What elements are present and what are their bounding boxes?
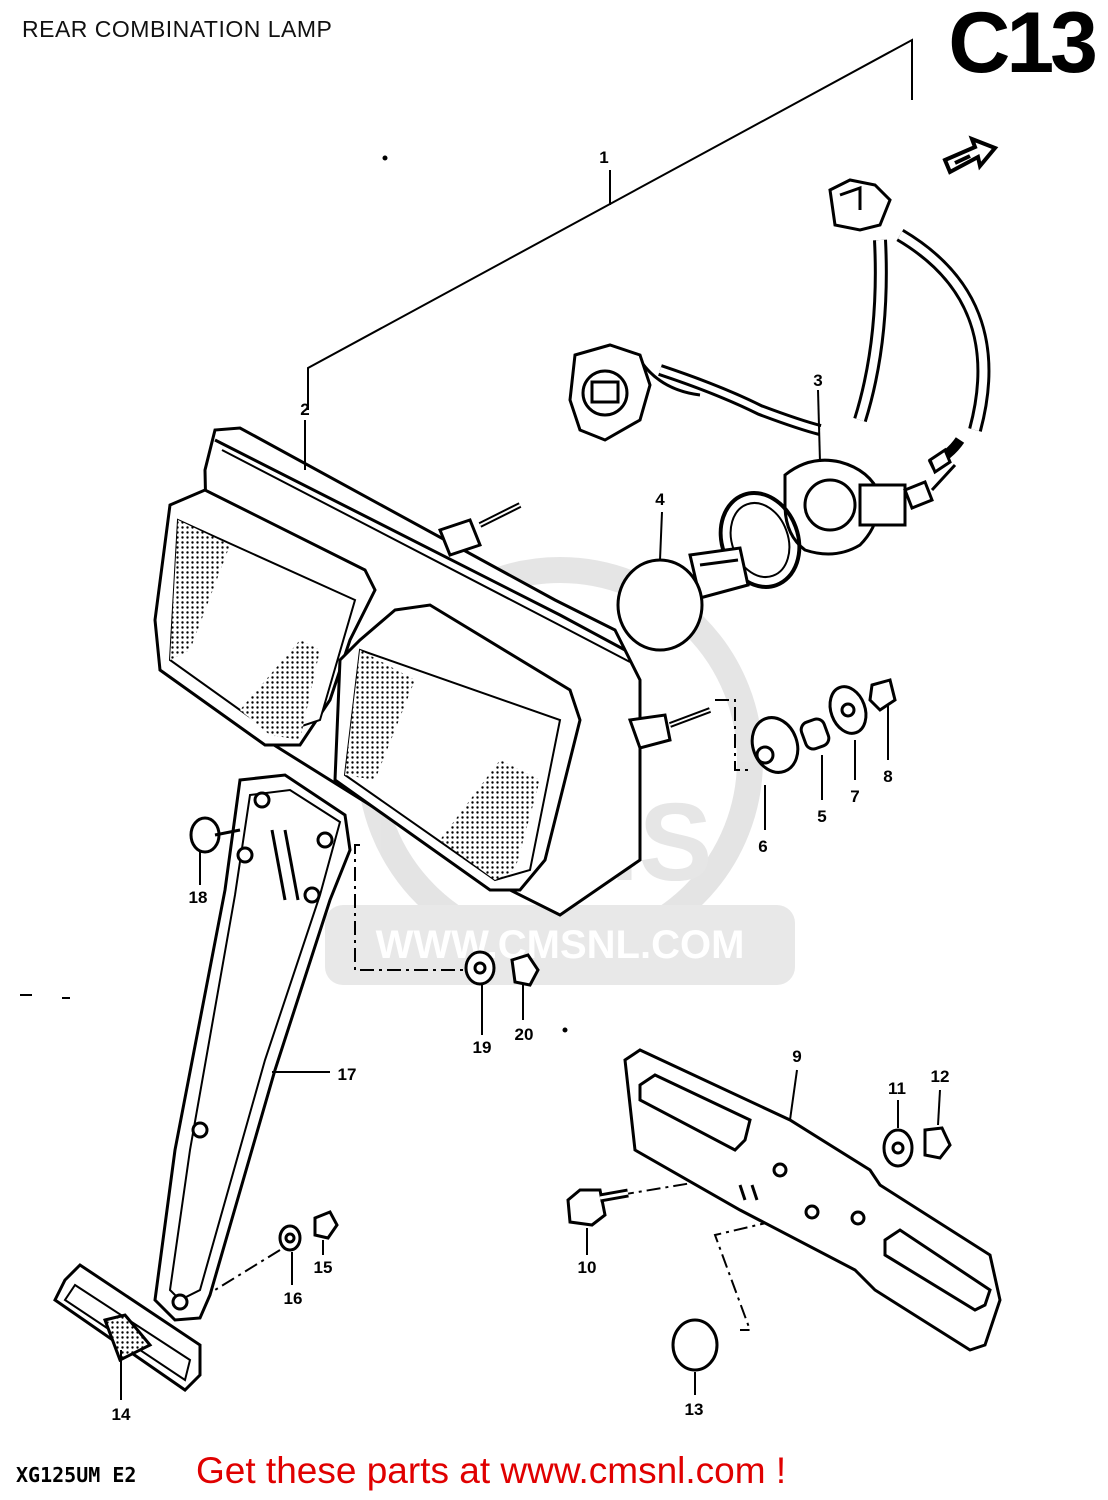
part-label: 12 [931,1067,950,1086]
cap-13 [671,1318,719,1372]
model-code: XG125UM E2 [16,1463,137,1487]
part-label: 4 [655,490,665,509]
socket-left [568,343,652,442]
part-label: 8 [883,767,892,786]
hardware-5-8 [750,678,897,774]
bulb-4 [616,546,750,652]
part-label: 2 [300,400,309,419]
nuts-19-20 [464,950,540,987]
bracket-17 [153,773,352,1322]
part-label: 17 [338,1065,357,1084]
screw-18 [189,816,241,854]
part-label: 16 [284,1289,303,1308]
page-code: C13 [948,0,1098,91]
part-label: 7 [850,787,859,806]
washer-nut-11-12 [882,1126,952,1168]
part-label: 3 [813,371,822,390]
lamp-housing [153,426,712,917]
part-label: 10 [578,1258,597,1277]
part-label: 1 [599,148,608,167]
watermark-text: WWW.CMSNL.COM [376,923,745,967]
promo-link[interactable]: Get these parts at www.cmsnl.com ! [196,1450,787,1491]
part-label: 15 [314,1258,333,1277]
part-label: 14 [112,1405,131,1424]
nuts-15-16 [278,1210,339,1252]
part-label: 19 [473,1038,492,1057]
bolt-10 [566,1188,629,1227]
part-label: 6 [758,837,767,856]
socket-3 [783,458,957,556]
part-label: 9 [792,1047,801,1066]
part-label: 13 [685,1400,704,1419]
part-label: 5 [817,807,826,826]
front-arrow-icon [942,135,999,175]
scan-marks [20,155,568,1033]
part-label: 20 [515,1025,534,1044]
leader-dashes [214,699,801,1331]
part-label: 18 [189,888,208,907]
leader-lines [120,170,941,1400]
part-labels: 1 2 3 4 5 6 7 8 9 10 11 12 13 14 15 16 1… [112,148,950,1424]
wiring-harness [638,178,991,475]
part-label: 11 [888,1079,906,1098]
page-title: REAR COMBINATION LAMP [22,16,333,42]
license-bracket-9 [623,1048,1002,1352]
reflector-14 [53,1263,202,1392]
